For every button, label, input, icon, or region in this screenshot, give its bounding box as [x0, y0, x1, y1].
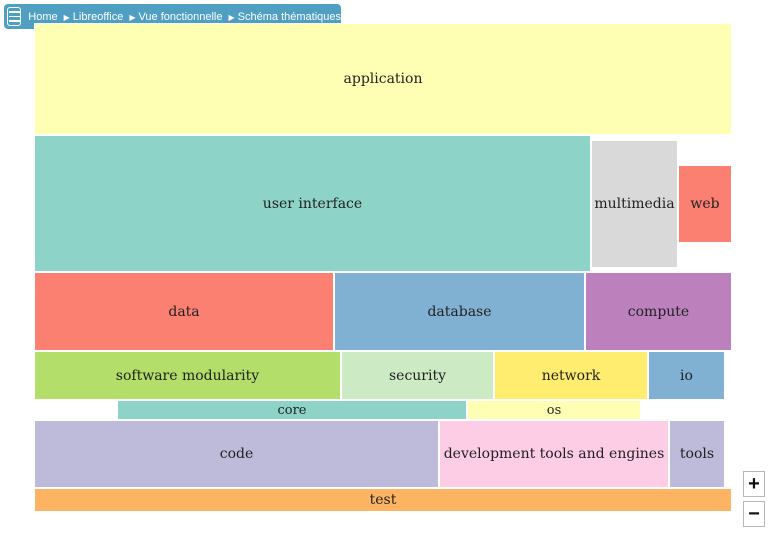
tile-software-modularity[interactable]: software modularity: [34, 351, 341, 400]
triangle-right-icon: ▶: [129, 13, 136, 22]
hamburger-menu-icon[interactable]: [7, 7, 22, 26]
tile-test[interactable]: test: [34, 488, 732, 512]
zoom-out-button[interactable]: −: [743, 501, 765, 527]
tile-user-interface[interactable]: user interface: [34, 135, 591, 272]
triangle-right-icon: ▶: [228, 13, 235, 22]
breadcrumb-libreoffice[interactable]: Libreoffice: [72, 10, 124, 23]
breadcrumb-home[interactable]: Home: [28, 10, 58, 23]
tile-application[interactable]: application: [34, 23, 732, 135]
breadcrumb-vue-fonctionnelle[interactable]: Vue fonctionnelle: [138, 10, 223, 23]
tile-os[interactable]: os: [467, 400, 641, 420]
tile-tools[interactable]: tools: [669, 420, 725, 488]
tile-network[interactable]: network: [494, 351, 648, 400]
tile-security[interactable]: security: [341, 351, 494, 400]
tile-code[interactable]: code: [34, 420, 439, 488]
zoom-in-button[interactable]: +: [743, 471, 765, 497]
tile-core[interactable]: core: [117, 400, 467, 420]
tile-io[interactable]: io: [648, 351, 725, 400]
tile-database[interactable]: database: [334, 272, 585, 351]
triangle-right-icon: ▶: [63, 13, 70, 22]
tile-web[interactable]: web: [678, 165, 732, 243]
tile-compute[interactable]: compute: [585, 272, 732, 351]
tile-development-tools-and-engines[interactable]: development tools and engines: [439, 420, 669, 488]
tile-data[interactable]: data: [34, 272, 334, 351]
tile-multimedia[interactable]: multimedia: [591, 140, 678, 268]
breadcrumb-schema-thematiques[interactable]: Schéma thématiques: [237, 10, 341, 23]
